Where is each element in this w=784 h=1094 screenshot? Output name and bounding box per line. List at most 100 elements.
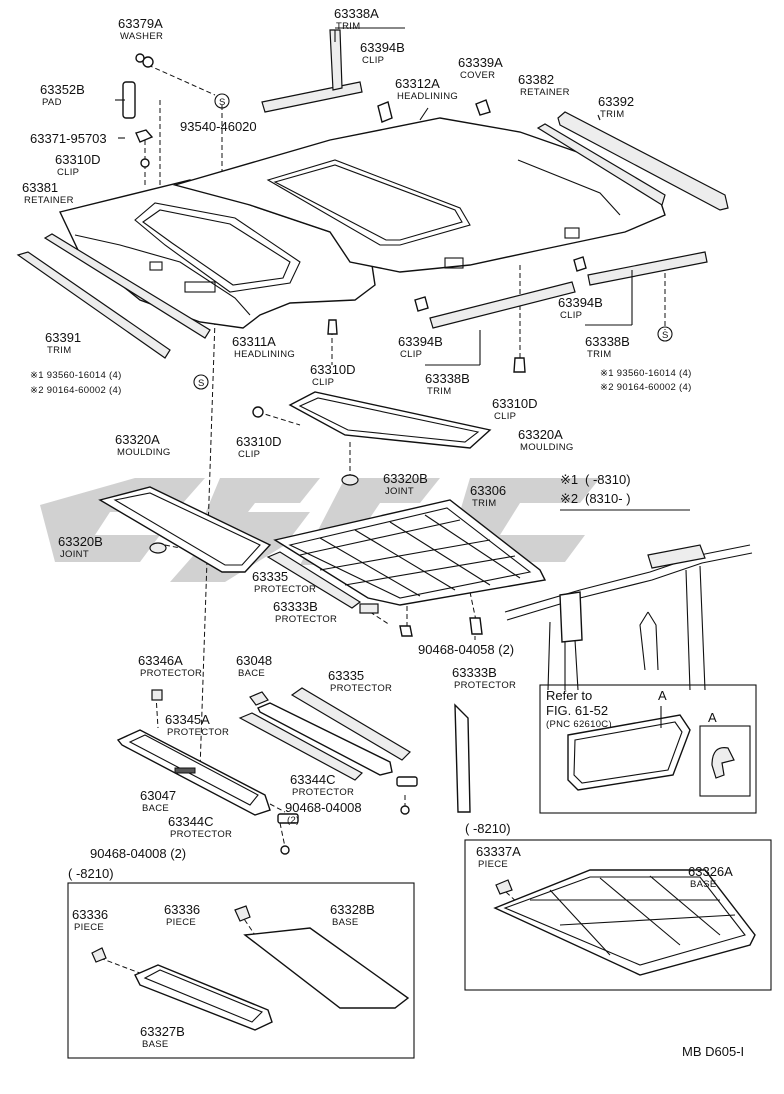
part-name-p63320B_left: JOINT bbox=[60, 549, 89, 560]
part-number-p63337A: 63337A bbox=[476, 844, 521, 859]
part-name-p63394B_top: CLIP bbox=[362, 55, 384, 66]
part-number-p63352B: 63352B bbox=[40, 82, 85, 97]
moulding-63320A-left bbox=[98, 486, 272, 573]
svg-text:(PNC 62610C): (PNC 62610C) bbox=[546, 719, 612, 730]
protector-63344C-b bbox=[277, 813, 299, 824]
svg-text:S: S bbox=[662, 330, 669, 341]
part-name-p63338B_mid: TRIM bbox=[427, 386, 451, 397]
part-number-p63326A: 63326A bbox=[688, 864, 733, 879]
part-name-p63312A: HEADLINING bbox=[397, 91, 458, 102]
part-number-p63320A_right: 63320A bbox=[518, 427, 563, 442]
part-name-p63379A: WASHER bbox=[120, 31, 163, 42]
part-name-p63310D_a: CLIP bbox=[57, 167, 79, 178]
part-number-p63335_b: 63335 bbox=[328, 668, 364, 683]
part-name-p63333B_b: PROTECTOR bbox=[454, 680, 516, 691]
part-name-p63047: BACE bbox=[142, 803, 169, 814]
legend-mark-2: ※2 bbox=[560, 491, 578, 506]
trim-63338A bbox=[261, 29, 363, 113]
part-name-p63381: RETAINER bbox=[24, 195, 74, 206]
part-number-p63392: 63392 bbox=[598, 94, 634, 109]
part-name-p63382: RETAINER bbox=[520, 87, 570, 98]
trim-63338B-left bbox=[429, 281, 576, 329]
screw-90468-b bbox=[400, 805, 410, 815]
protector-63345A bbox=[238, 712, 363, 781]
legend-mark-1: ※1 bbox=[560, 472, 578, 487]
part-number-p90468_b: 90468-04008 bbox=[285, 800, 362, 815]
part-number-p63336_b: 63336 bbox=[164, 902, 200, 917]
screw-90468-a bbox=[399, 625, 413, 637]
clip-63310D-d bbox=[252, 406, 264, 418]
roof-outline bbox=[454, 544, 753, 813]
clip-63310D-a bbox=[140, 158, 150, 168]
part-number-p63394B_right: 63394B bbox=[558, 295, 603, 310]
part-number-p63333B_a: 63333B bbox=[273, 599, 318, 614]
part-number-p63320B_mid: 63320B bbox=[383, 471, 428, 486]
piece-63337A bbox=[495, 879, 513, 895]
washer-63379A bbox=[142, 56, 154, 68]
part-number-p63346A: 63346A bbox=[138, 653, 183, 668]
cover-63339A bbox=[475, 99, 491, 116]
part-number-p63320B_left: 63320B bbox=[58, 534, 103, 549]
part-name-p63336_a: PIECE bbox=[74, 922, 104, 933]
part-number-p63379A: 63379A bbox=[118, 16, 163, 31]
note-left-1: ※1 93560-16014 (4) bbox=[30, 370, 122, 381]
part-name-p63335_a: PROTECTOR bbox=[254, 584, 316, 595]
headlining-rear bbox=[172, 117, 666, 273]
part-number-p63047: 63047 bbox=[140, 788, 176, 803]
small-parts bbox=[122, 53, 587, 418]
trim-63338B-right bbox=[587, 251, 708, 286]
part-number-p63306: 63306 bbox=[470, 483, 506, 498]
part-name-p63339A: COVER bbox=[460, 70, 495, 81]
part-number-p90468_c: 90468-04008 (2) bbox=[90, 846, 186, 861]
note-left-2: ※2 90164-60002 (4) bbox=[30, 385, 122, 396]
piece-63336-a bbox=[91, 947, 107, 963]
diagram-id: MB D605-I bbox=[682, 1044, 744, 1059]
svg-text:S: S bbox=[198, 378, 205, 389]
svg-text:A: A bbox=[658, 688, 667, 703]
leader-lines bbox=[115, 27, 690, 511]
screw-markers: S S S bbox=[193, 93, 673, 390]
part-number-p63048: 63048 bbox=[236, 653, 272, 668]
svg-text:( -8210): ( -8210) bbox=[68, 866, 114, 881]
part-name-p63394B_mid: CLIP bbox=[400, 349, 422, 360]
part-name-p63391: TRIM bbox=[47, 345, 71, 356]
part-number-p63338B_right: 63338B bbox=[585, 334, 630, 349]
base-63048 bbox=[249, 691, 269, 706]
legend-range-2: (8310- ) bbox=[585, 491, 631, 506]
clip-63310D-b bbox=[327, 319, 338, 335]
protector-63333B-b bbox=[469, 617, 483, 635]
protector-63346A bbox=[151, 689, 163, 701]
part-name-p63338A: TRIM bbox=[336, 21, 360, 32]
clip-63394B-top bbox=[377, 101, 393, 123]
part-number-p93540: 93540-46020 bbox=[180, 119, 257, 134]
part-name-p63336_b: PIECE bbox=[166, 917, 196, 928]
part-name-p63328B: BASE bbox=[332, 917, 359, 928]
part-number-p63338A: 63338A bbox=[334, 6, 379, 21]
part-name-p63320B_mid: JOINT bbox=[385, 486, 414, 497]
part-name-p63344C_b: PROTECTOR bbox=[170, 829, 232, 840]
piece-63336-b bbox=[234, 905, 251, 922]
part-number-p63344C_b: 63344C bbox=[168, 814, 214, 829]
part-name-p63345A: PROTECTOR bbox=[167, 727, 229, 738]
part-number-p63391: 63391 bbox=[45, 330, 81, 345]
clip-63310D-c bbox=[513, 357, 526, 373]
part-name-p63310D_b: CLIP bbox=[312, 377, 334, 388]
trim-63392 bbox=[557, 111, 729, 211]
base-63328B bbox=[243, 927, 410, 1009]
clip-63394B-right bbox=[573, 256, 587, 272]
retainer-63381 bbox=[43, 233, 211, 339]
svg-text:Refer to: Refer to bbox=[546, 688, 592, 703]
part-number-p63382: 63382 bbox=[518, 72, 554, 87]
refer-box: Refer to FIG. 61-52 (PNC 62610C) A A bbox=[539, 684, 757, 814]
part-number-p63394B_mid: 63394B bbox=[398, 334, 443, 349]
trim-63306 bbox=[273, 499, 547, 606]
part-name-p63392: TRIM bbox=[600, 109, 624, 120]
part-name-p63311A: HEADLINING bbox=[234, 349, 295, 360]
part-number-p63310D_c: 63310D bbox=[492, 396, 538, 411]
note-right-1: ※1 93560-16014 (4) bbox=[600, 368, 692, 379]
part-name-p63352B: PAD bbox=[42, 97, 62, 108]
protector-63333B-a bbox=[359, 603, 379, 614]
part-name-p63333B_a: PROTECTOR bbox=[275, 614, 337, 625]
